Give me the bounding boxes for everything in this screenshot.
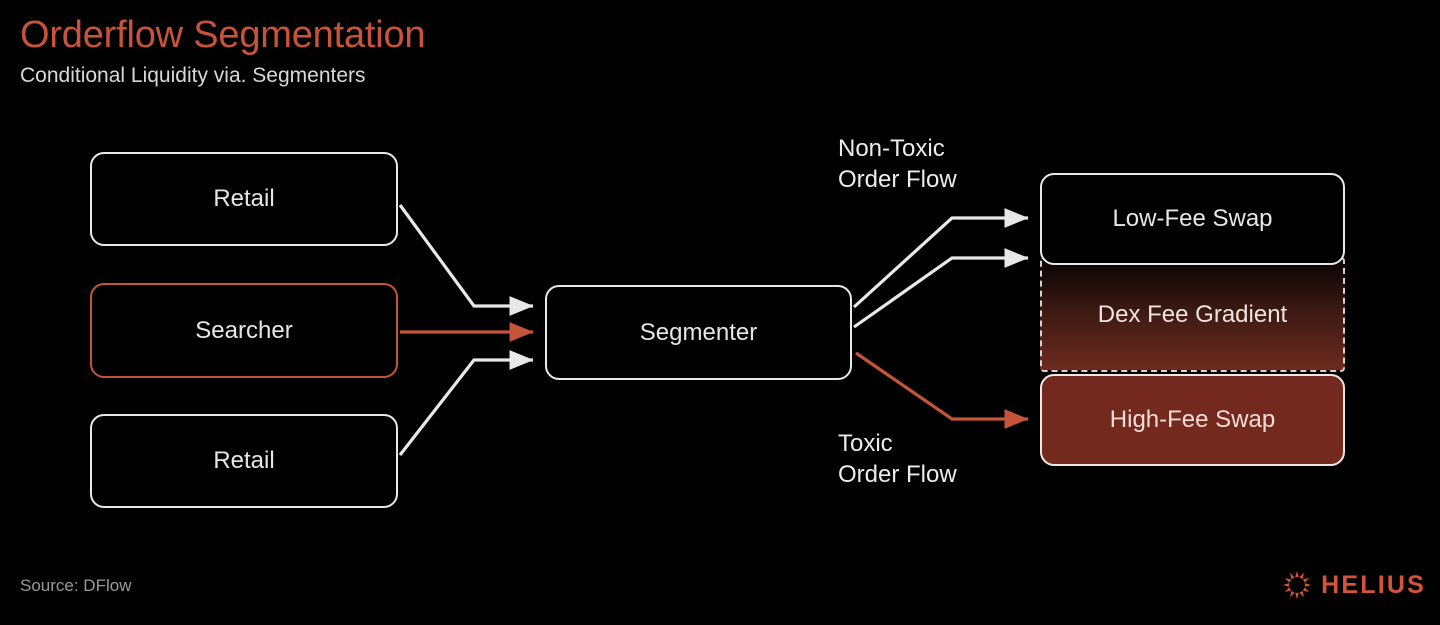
node-searcher[interactable]: Searcher (90, 283, 398, 378)
flow-label-non-toxic: Non-Toxic Order Flow (838, 135, 957, 193)
edge-segmenter-to-low-fee-upper (852, 208, 1029, 309)
node-label: Dex Fee Gradient (1097, 300, 1288, 328)
flow-label-toxic: Toxic Order Flow (838, 430, 957, 488)
page-subtitle: Conditional Liquidity via. Segmenters (20, 64, 366, 87)
source-attribution: Source: DFlow (20, 576, 132, 595)
helius-wordmark: HELIUS (1321, 570, 1426, 599)
node-label: Segmenter (639, 318, 758, 346)
edge-retail-bottom-to-segmenter (398, 350, 534, 456)
helius-logo: HELIUS (1282, 570, 1426, 600)
node-high-fee-swap[interactable]: High-Fee Swap (1040, 374, 1345, 466)
edge-segmenter-to-low-fee-lower (853, 248, 1029, 329)
node-label: Retail (213, 185, 275, 212)
node-label: Low-Fee Swap (1112, 205, 1273, 232)
fee-stack: Dex Fee Gradient Low-Fee Swap High-Fee S… (1040, 173, 1345, 466)
edge-retail-top-to-segmenter (398, 204, 534, 316)
node-retail-bottom[interactable]: Retail (90, 414, 398, 508)
node-label: Searcher (195, 316, 293, 344)
node-label: Retail (213, 447, 275, 474)
sunburst-ring-icon (1283, 570, 1312, 600)
page-title: Orderflow Segmentation (20, 14, 426, 56)
node-dex-fee-gradient[interactable]: Dex Fee Gradient (1040, 257, 1345, 372)
node-segmenter[interactable]: Segmenter (545, 285, 852, 380)
node-low-fee-swap[interactable]: Low-Fee Swap (1040, 173, 1345, 265)
edge-segmenter-to-high-fee (855, 351, 1029, 429)
node-label: High-Fee Swap (1109, 406, 1276, 433)
node-retail-top[interactable]: Retail (90, 152, 398, 246)
